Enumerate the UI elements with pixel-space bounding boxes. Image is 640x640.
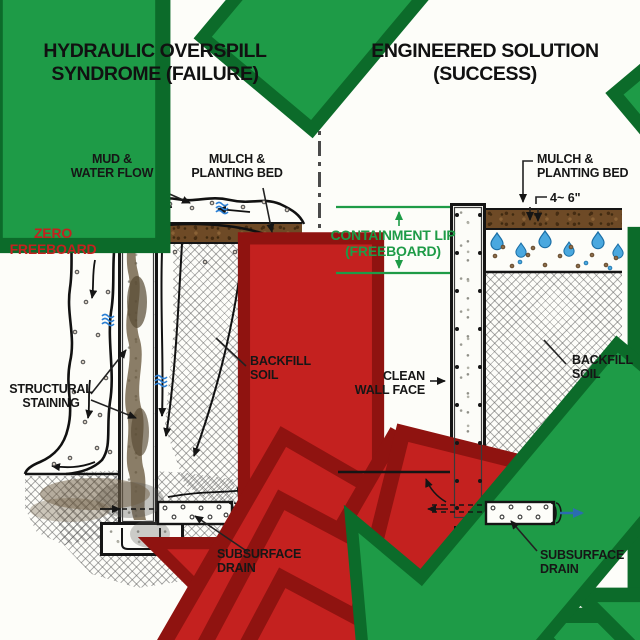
label-clean-wall-face: CLEAN WALL FACE: [354, 369, 425, 397]
mulch-layer-right: [486, 208, 622, 230]
label-subsurface-drain-left: SUBSURFACE DRAIN: [217, 547, 302, 575]
water-symbol: [101, 313, 115, 327]
success-title: ENGINEERED SOLUTION (SUCCESS): [371, 40, 599, 85]
label-backfill-soil-left: BACKFILL SOIL: [250, 354, 311, 382]
label-backfill-soil-right: BACKFILL SOIL: [572, 353, 633, 381]
water-symbol: [215, 201, 229, 215]
center-divider: [318, 48, 321, 590]
label-mulch-planting-bed-right: MULCH & PLANTING BED: [537, 152, 629, 180]
failure-title: HYDRAULIC OVERSPILL SYNDROME (FAILURE): [43, 40, 267, 85]
label-subsurface-drain-right: SUBSURFACE DRAIN: [540, 548, 625, 576]
water-droplets: [490, 230, 624, 259]
label-mulch-depth-dimension: 4~ 6": [550, 191, 581, 205]
retaining-wall-left: [118, 206, 158, 526]
label-containment-lip: CONTAINMENT LIP (FREEBOARD): [330, 227, 456, 259]
label-zero-freeboard: ZERO FREEBOARD: [9, 225, 97, 257]
bed-gravel-dots: [492, 244, 619, 271]
mulch-layer-left: [158, 222, 302, 244]
backfill-soil-hatch-right: [486, 273, 622, 505]
footing-right: [425, 520, 505, 550]
label-structural-staining: STRUCTURAL STAINING: [9, 382, 93, 410]
label-mud-water-flow: MUD & WATER FLOW: [70, 152, 154, 180]
label-mulch-planting-bed-left: MULCH & PLANTING BED: [191, 152, 283, 180]
footing-left: [100, 522, 184, 556]
